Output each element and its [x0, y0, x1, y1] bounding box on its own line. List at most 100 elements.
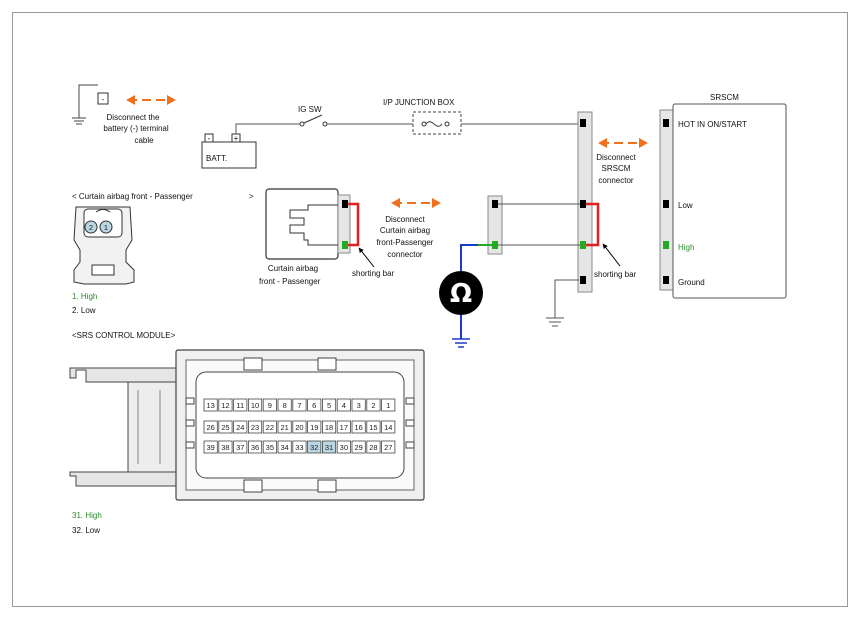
srs-pin-label-8: 8 — [283, 401, 287, 410]
srs-pin-cell-34 — [277, 440, 292, 454]
diagram-frame — [12, 12, 848, 607]
disconnect-srscm-line3: connector — [598, 176, 633, 185]
srs-pin-cell-35 — [262, 440, 277, 454]
srs-pin-cell-2 — [366, 398, 381, 412]
supply-wire — [235, 123, 300, 134]
srs-pin-cell-33 — [292, 440, 307, 454]
shorting-bar-right-label: shorting bar — [594, 270, 637, 279]
disconnect-srscm-line1: Disconnect — [596, 153, 636, 162]
srs-pin-cell-32 — [307, 440, 322, 454]
srs-pin-label-28: 28 — [369, 443, 377, 452]
srs-pin-cell-24 — [233, 420, 248, 434]
curtain-airbag-connector — [265, 188, 351, 260]
srs-pin-label-37: 37 — [236, 443, 244, 452]
srscm-pin-high: High — [678, 243, 694, 252]
curtain-pin-2: 2 — [89, 223, 93, 232]
srs-pin-cell-8 — [277, 398, 292, 412]
srs-pin-label-31: 31 — [325, 443, 333, 452]
srs-pin-cell-18 — [321, 420, 337, 434]
srs-pin-label-30: 30 — [340, 443, 348, 452]
disconnect-curtain-line1: Disconnect — [385, 215, 425, 224]
srs-pin-cell-19 — [307, 420, 322, 434]
srs-pin-label-27: 27 — [384, 443, 392, 452]
srs-pin-cell-23 — [247, 420, 263, 434]
srs-pin-label-13: 13 — [206, 401, 214, 410]
batt-plus-label: + — [234, 134, 239, 143]
srs-pin-cell-1 — [381, 398, 396, 412]
ig-switch-icon — [299, 114, 328, 127]
disconnect-curtain-line4: connector — [387, 250, 422, 259]
batt-minus-label: - — [208, 134, 211, 143]
disconnect-srscm-line2: SRSCM — [602, 164, 631, 173]
srs-pin-label-19: 19 — [310, 423, 318, 432]
srs-pin-label-9: 9 — [268, 401, 272, 410]
shorting-bar-left-pointer — [358, 247, 375, 268]
battery: - + BATT. — [201, 133, 257, 169]
fuse-icon — [412, 111, 462, 135]
middle-connector — [487, 195, 503, 255]
srscm-harness-connector — [577, 111, 593, 293]
srs-pin-cell-12 — [218, 398, 233, 412]
disconnect-srscm-arrow — [598, 138, 648, 148]
srs-pin-label-20: 20 — [295, 423, 303, 432]
srs-pin-cell-21 — [277, 420, 292, 434]
srs-pin-cell-31 — [321, 440, 337, 454]
srs-pin-label-2: 2 — [371, 401, 375, 410]
curtain-connector-face — [73, 206, 135, 285]
srs-pin-cell-36 — [247, 440, 263, 454]
srs-pin-cell-9 — [262, 398, 277, 412]
srs-pin-label-16: 16 — [354, 423, 362, 432]
srs-pin-label-29: 29 — [354, 443, 362, 452]
srscm-pin-ground: Ground — [678, 278, 705, 287]
srs-pin-label-14: 14 — [384, 423, 392, 432]
srs-pin-cell-15 — [366, 420, 381, 434]
srscm-pin-hot: HOT IN ON/START — [678, 120, 747, 129]
ground-icon — [546, 279, 579, 327]
srscm-pin-low: Low — [678, 201, 693, 210]
ohm-symbol: Ω — [450, 279, 472, 309]
srscm-module — [659, 103, 787, 299]
srs-pin-cell-39 — [203, 440, 218, 454]
srs-pin-cell-3 — [351, 398, 366, 412]
srs-pin-label-25: 25 — [221, 423, 229, 432]
shorting-bar-left — [348, 202, 360, 247]
curtain-caption-line2: front - Passenger — [259, 277, 321, 286]
shorting-bar-right-pointer — [602, 243, 621, 267]
srs-pin-cell-11 — [233, 398, 248, 412]
curtain-pin-1: 1 — [104, 223, 108, 232]
srs-pin-label-17: 17 — [340, 423, 348, 432]
battery-terminal-box: - — [97, 92, 109, 105]
curtain-legend-1: 1. High — [72, 292, 97, 301]
srs-pin-label-39: 39 — [206, 443, 214, 452]
curtain-header: < Curtain airbag front - Passenger — [72, 192, 193, 201]
srs-pin-label-5: 5 — [327, 401, 331, 410]
shorting-bar-right — [586, 202, 600, 247]
srs-pin-cell-17 — [336, 420, 351, 434]
srs-pin-label-21: 21 — [280, 423, 288, 432]
srs-pin-cell-26 — [203, 420, 218, 434]
srs-pin-cell-30 — [336, 440, 351, 454]
srs-pin-cell-13 — [203, 398, 218, 412]
batt-label: BATT. — [206, 154, 227, 163]
disconnect-battery-arrow — [126, 95, 176, 105]
srs-pin-label-11: 11 — [236, 401, 244, 410]
srs-pin-cell-37 — [233, 440, 248, 454]
srs-pin-label-24: 24 — [236, 423, 244, 432]
srs-pin-label-22: 22 — [266, 423, 274, 432]
srs-pin-label-38: 38 — [221, 443, 229, 452]
srs-pin-cell-22 — [262, 420, 277, 434]
srs-pin-label-15: 15 — [369, 423, 377, 432]
disconnect-battery-line3: cable — [134, 136, 154, 145]
srs-pin-label-33: 33 — [295, 443, 303, 452]
srs-pin-cell-6 — [307, 398, 322, 412]
srs-pin-cell-16 — [351, 420, 366, 434]
srs-pin-cell-25 — [218, 420, 233, 434]
srs-pin-cell-10 — [247, 398, 263, 412]
srs-module-header: <SRS CONTROL MODULE> — [72, 331, 176, 340]
ohmmeter-icon: Ω — [439, 271, 483, 315]
ground-minus-label: - — [102, 95, 105, 104]
disconnect-battery-line1: Disconnect the — [107, 113, 160, 122]
disconnect-battery-line2: battery (-) terminal — [103, 124, 169, 133]
curtain-caption-line1: Curtain airbag — [268, 264, 318, 273]
